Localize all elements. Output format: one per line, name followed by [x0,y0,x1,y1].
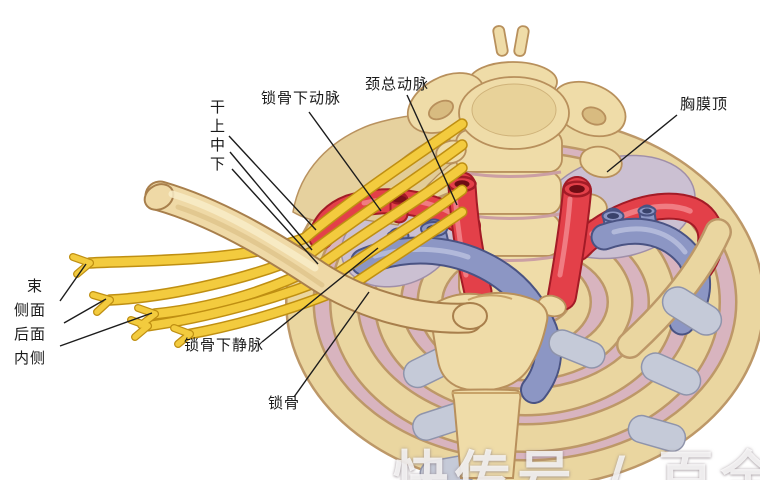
label-cords-header: 束 [27,277,44,295]
label-trunk-middle: 中 [209,136,226,154]
clavicle-bone-shape [143,180,488,334]
leader-trunk-middle [229,151,313,251]
watermark-text: 快传号 / 百全 [393,445,760,480]
leader-trunk-upper [228,135,317,231]
label-subclavian-vein: 锁骨下静脉 [184,336,265,354]
label-trunks-header: 干 [209,98,226,116]
label-subclavian-artery: 锁骨下动脉 [261,89,342,107]
leader-common-carotid [406,94,458,206]
label-cords-group: 束 侧面 后面 内侧 [14,278,46,374]
label-trunk-lower: 下 [209,155,226,173]
leader-pleural-dome [606,114,678,173]
label-common-carotid-artery: 颈总动脉 [365,75,430,93]
label-trunks-group: 干 上 中 下 [205,99,231,175]
leader-subclavian-vein [261,247,379,343]
label-clavicle: 锁骨 [268,394,301,412]
leader-clavicle [293,291,370,398]
leader-cord-medial [59,312,153,347]
label-trunk-upper: 上 [209,117,226,135]
leader-trunk-lower [231,168,319,265]
leader-cord-lateral [59,263,87,302]
leader-subclavian-artery [308,111,382,212]
label-cord-lateral: 侧面 [14,301,47,319]
leader-cord-posterior [63,298,107,324]
leader-lines [59,94,678,398]
label-cord-medial: 内侧 [14,349,47,367]
label-pleural-dome: 胸膜顶 [680,95,729,113]
label-cord-posterior: 后面 [14,325,47,343]
